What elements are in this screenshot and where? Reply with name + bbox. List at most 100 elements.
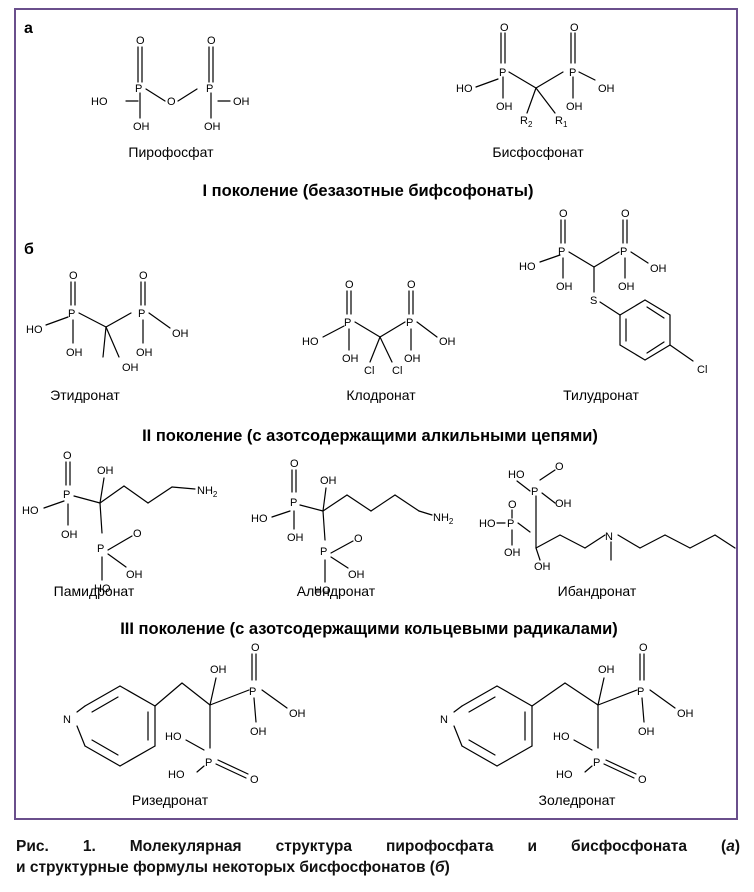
etidronate-structure: O P HO OH OH O P OH OH: [26, 270, 189, 374]
svg-text:HO: HO: [165, 731, 182, 743]
svg-text:P: P: [499, 67, 506, 79]
heading-generation-3: III поколение (с азотсодержащими кольцев…: [120, 620, 618, 638]
svg-text:O: O: [136, 35, 145, 47]
svg-text:OH: OH: [638, 726, 655, 738]
svg-text:N: N: [605, 531, 613, 543]
svg-text:Cl: Cl: [392, 365, 402, 377]
svg-text:OH: OH: [556, 281, 573, 293]
svg-text:P: P: [249, 686, 256, 698]
svg-text:OH: OH: [126, 569, 143, 581]
svg-text:R1: R1: [555, 115, 568, 129]
svg-text:O: O: [354, 533, 363, 545]
name-ibandronate: Ибандронат: [558, 583, 637, 599]
svg-text:O: O: [555, 461, 564, 473]
svg-text:OH: OH: [136, 347, 153, 359]
name-pamidronate: Памидронат: [54, 583, 135, 599]
svg-text:HO: HO: [508, 469, 525, 481]
svg-text:O: O: [638, 774, 647, 786]
svg-text:O: O: [133, 528, 142, 540]
svg-text:OH: OH: [496, 101, 513, 113]
svg-text:O: O: [290, 458, 299, 470]
svg-text:HO: HO: [314, 585, 331, 597]
svg-text:OH: OH: [320, 475, 337, 487]
svg-text:OH: OH: [66, 347, 83, 359]
svg-text:O: O: [139, 270, 148, 282]
svg-text:OH: OH: [618, 281, 635, 293]
figure-caption: Рис. 1. Молекулярная структура пирофосфа…: [16, 836, 740, 878]
svg-text:HO: HO: [479, 518, 496, 530]
caption-line-1: Рис. 1. Молекулярная структура пирофосфа…: [16, 838, 740, 855]
svg-text:R2: R2: [520, 115, 533, 129]
svg-text:P: P: [569, 67, 576, 79]
alendronate-structure: O P HO OH OH NH2 P O OH HO: [251, 458, 454, 597]
name-tiludronate: Тилудронат: [563, 387, 639, 403]
name-etidronate: Этидронат: [50, 387, 120, 403]
svg-text:HO: HO: [553, 731, 570, 743]
ibandronate-structure: HO P O OH HO P O OH OH N: [479, 461, 736, 573]
svg-text:OH: OH: [342, 353, 359, 365]
svg-text:O: O: [407, 279, 416, 291]
svg-text:P: P: [97, 543, 104, 555]
svg-text:O: O: [570, 22, 579, 34]
svg-text:P: P: [344, 317, 351, 329]
svg-text:HO: HO: [168, 769, 185, 781]
svg-text:OH: OH: [650, 263, 667, 275]
svg-text:O: O: [167, 96, 176, 108]
svg-text:OH: OH: [204, 121, 221, 133]
svg-text:O: O: [207, 35, 216, 47]
risedronate-structure: N OH O P OH OH HO P HO O: [63, 642, 306, 786]
svg-text:P: P: [138, 308, 145, 320]
svg-text:HO: HO: [302, 336, 319, 348]
heading-generation-2: II поколение (с азотсодержащими алкильны…: [142, 427, 598, 445]
svg-text:Cl: Cl: [697, 364, 707, 376]
svg-text:P: P: [507, 518, 514, 530]
svg-text:P: P: [406, 317, 413, 329]
svg-text:OH: OH: [289, 708, 306, 720]
svg-text:OH: OH: [534, 561, 551, 573]
svg-text:HO: HO: [26, 324, 43, 336]
figure-frame: [14, 8, 738, 820]
svg-text:O: O: [63, 450, 72, 462]
svg-text:OH: OH: [504, 547, 521, 559]
svg-text:P: P: [558, 246, 565, 258]
svg-text:N: N: [63, 714, 71, 726]
svg-text:OH: OH: [348, 569, 365, 581]
svg-text:P: P: [593, 757, 600, 769]
panel-label-b: б: [24, 241, 34, 258]
svg-text:NH2: NH2: [197, 485, 218, 499]
name-risedronate: Ризедронат: [132, 792, 209, 808]
svg-text:P: P: [531, 486, 538, 498]
svg-text:O: O: [69, 270, 78, 282]
svg-text:HO: HO: [456, 83, 473, 95]
svg-text:OH: OH: [287, 532, 304, 544]
svg-text:OH: OH: [566, 101, 583, 113]
svg-text:P: P: [135, 83, 142, 95]
name-zoledronate: Золедронат: [539, 792, 617, 808]
svg-text:P: P: [63, 489, 70, 501]
zoledronate-structure: N OH O P OH OH HO P HO O: [440, 642, 694, 786]
svg-text:P: P: [620, 246, 627, 258]
bisphosphonate-structure: O P HO OH R2 R1 O P OH OH: [456, 22, 615, 129]
heading-generation-1: I поколение (безазотные бифсофонаты): [203, 182, 534, 200]
svg-text:P: P: [637, 686, 644, 698]
svg-text:OH: OH: [172, 328, 189, 340]
svg-text:OH: OH: [61, 529, 78, 541]
svg-text:O: O: [500, 22, 509, 34]
svg-text:HO: HO: [519, 261, 536, 273]
caption-line-2: и структурные формулы некоторых бисфосфо…: [16, 859, 450, 876]
svg-text:N: N: [440, 714, 448, 726]
svg-text:OH: OH: [233, 96, 250, 108]
name-clodronate: Клодронат: [346, 387, 416, 403]
svg-text:P: P: [68, 308, 75, 320]
svg-text:P: P: [290, 497, 297, 509]
svg-text:HO: HO: [94, 583, 111, 595]
svg-text:O: O: [251, 642, 260, 654]
svg-text:O: O: [250, 774, 259, 786]
svg-text:P: P: [320, 546, 327, 558]
name-bisphosphonate: Бисфосфонат: [492, 144, 584, 160]
svg-text:OH: OH: [250, 726, 267, 738]
svg-text:OH: OH: [133, 121, 150, 133]
svg-text:OH: OH: [122, 362, 139, 374]
svg-text:O: O: [621, 208, 630, 220]
